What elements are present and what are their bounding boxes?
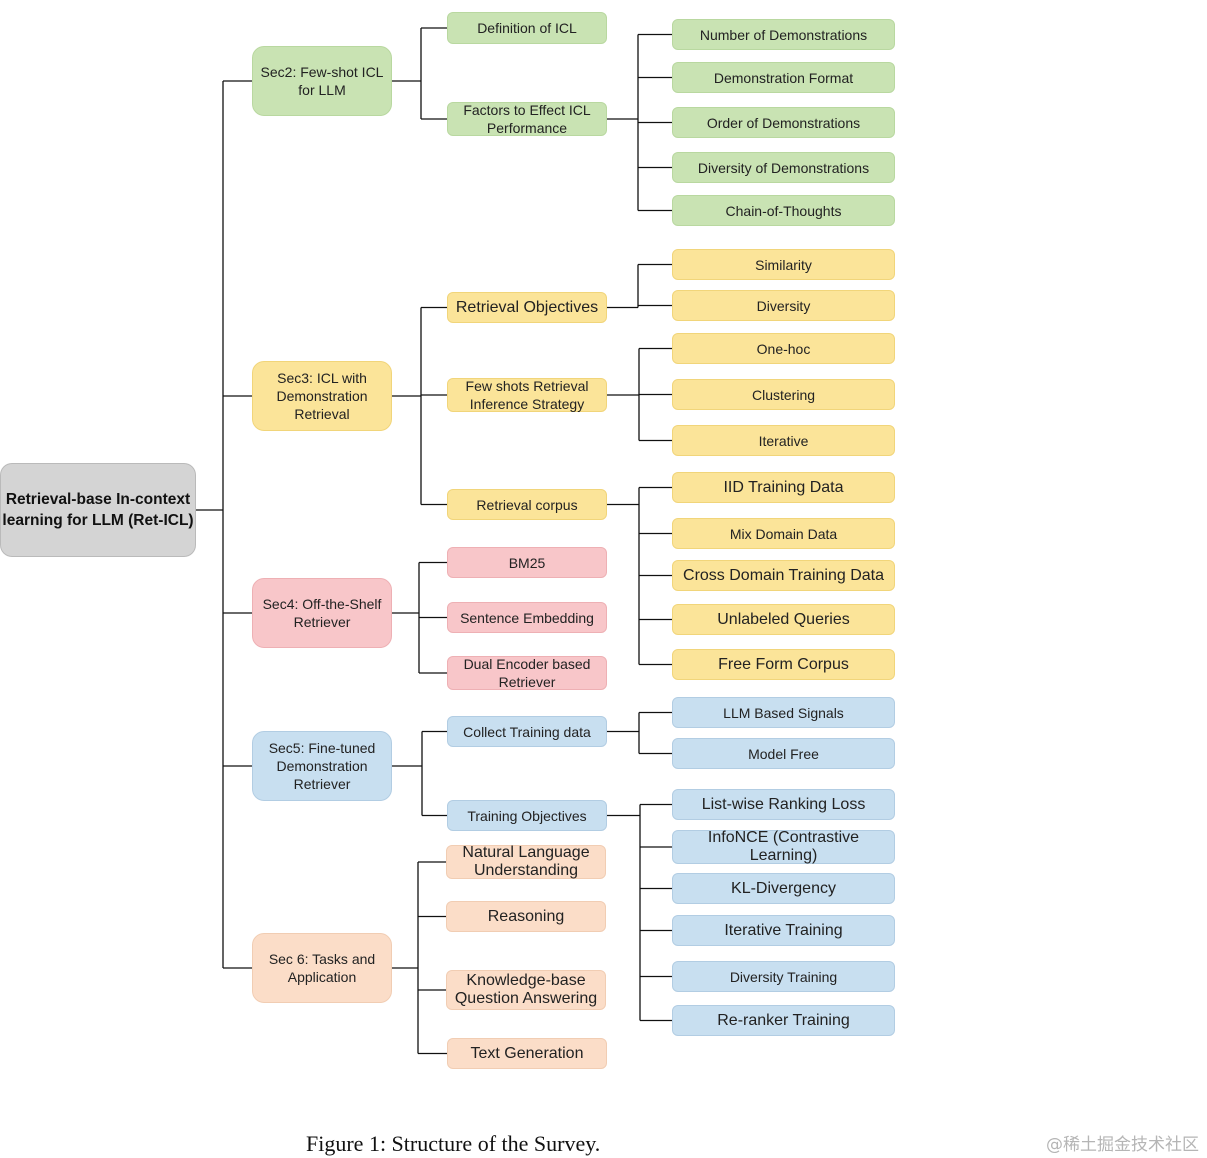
- topic-node: Natural Language Understanding: [446, 844, 606, 879]
- leaf-node: IID Training Data: [672, 472, 895, 503]
- leaf-node: Number of Demonstrations: [672, 19, 895, 50]
- leaf-node: Diversity: [672, 290, 895, 321]
- leaf-node: Clustering: [672, 379, 895, 410]
- leaf-node: InfoNCE (Contrastive Learning): [672, 829, 895, 864]
- leaf-node: Diversity Training: [672, 961, 895, 992]
- figure-caption: Figure 1: Structure of the Survey.: [306, 1131, 601, 1156]
- topic-node: Retrieval corpus: [447, 489, 607, 520]
- topic-node: BM25: [447, 547, 607, 578]
- leaf-node: List-wise Ranking Loss: [672, 789, 895, 820]
- topic-node: Collect Training data: [447, 716, 607, 747]
- leaf-node: Model Free: [672, 738, 895, 769]
- topic-node: Training Objectives: [447, 800, 607, 831]
- topic-node: Dual Encoder based Retriever: [447, 656, 607, 690]
- leaf-node: One-hoc: [672, 333, 895, 364]
- section-5-node: Sec5: Fine-tuned Demonstration Retriever: [252, 731, 392, 801]
- leaf-node: Cross Domain Training Data: [672, 560, 895, 591]
- leaf-node: Iterative Training: [672, 915, 895, 946]
- topic-node: Text Generation: [447, 1038, 607, 1069]
- leaf-node: Free Form Corpus: [672, 649, 895, 680]
- leaf-node: Re-ranker Training: [672, 1005, 895, 1036]
- leaf-node: Similarity: [672, 249, 895, 280]
- topic-node: Retrieval Objectives: [447, 292, 607, 323]
- topic-node: Knowledge-base Question Answering: [446, 970, 606, 1010]
- leaf-node: Order of Demonstrations: [672, 107, 895, 138]
- leaf-node: Mix Domain Data: [672, 518, 895, 549]
- topic-node: Sentence Embedding: [447, 602, 607, 633]
- section-2-node: Sec2: Few-shot ICL for LLM: [252, 46, 392, 116]
- section-6-node: Sec 6: Tasks and Application: [252, 933, 392, 1003]
- watermark: @稀土掘金技术社区: [1046, 1135, 1199, 1155]
- topic-node: Reasoning: [446, 901, 606, 932]
- leaf-node: Iterative: [672, 425, 895, 456]
- topic-node: Few shots Retrieval Inference Strategy: [447, 378, 607, 412]
- leaf-node: Unlabeled Queries: [672, 604, 895, 635]
- leaf-node: Chain-of-Thoughts: [672, 195, 895, 226]
- section-4-node: Sec4: Off-the-Shelf Retriever: [252, 578, 392, 648]
- leaf-node: Demonstration Format: [672, 62, 895, 93]
- section-3-node: Sec3: ICL with Demonstration Retrieval: [252, 361, 392, 431]
- leaf-node: LLM Based Signals: [672, 697, 895, 728]
- topic-node: Factors to Effect ICL Performance: [447, 102, 607, 136]
- topic-node: Definition of ICL: [447, 12, 607, 44]
- leaf-node: Diversity of Demonstrations: [672, 152, 895, 183]
- root-node: Retrieval-base In-context learning for L…: [0, 463, 196, 557]
- leaf-node: KL-Divergency: [672, 873, 895, 904]
